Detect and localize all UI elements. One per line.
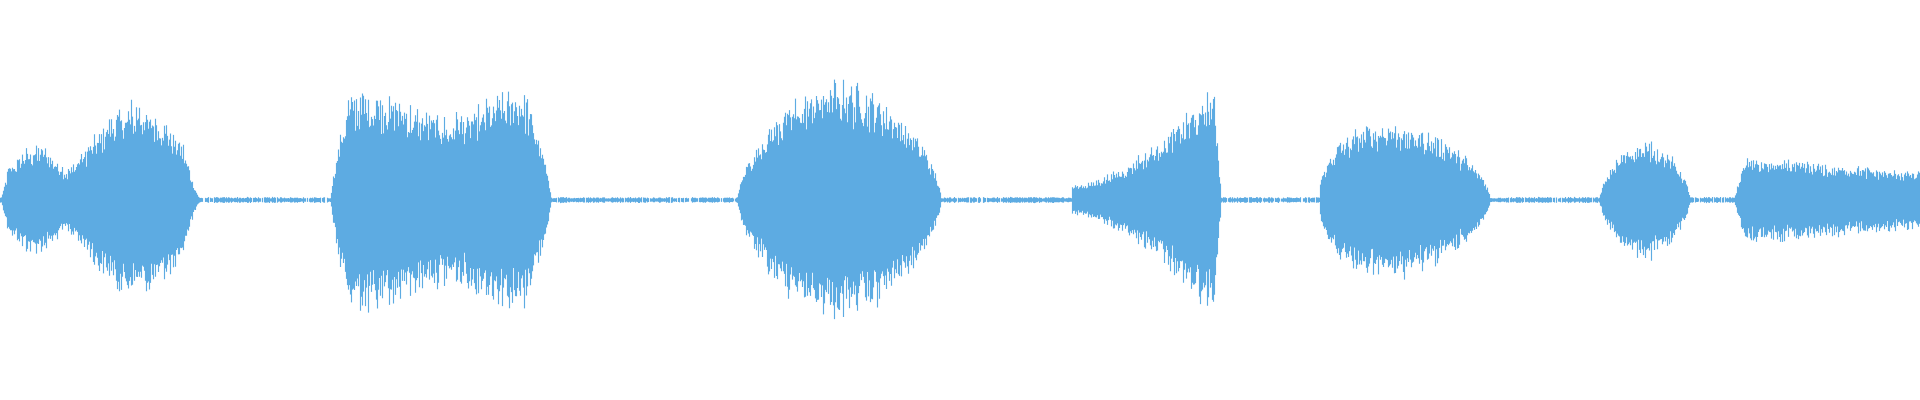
waveform-samples [0,79,1920,320]
waveform-path [0,79,1920,320]
